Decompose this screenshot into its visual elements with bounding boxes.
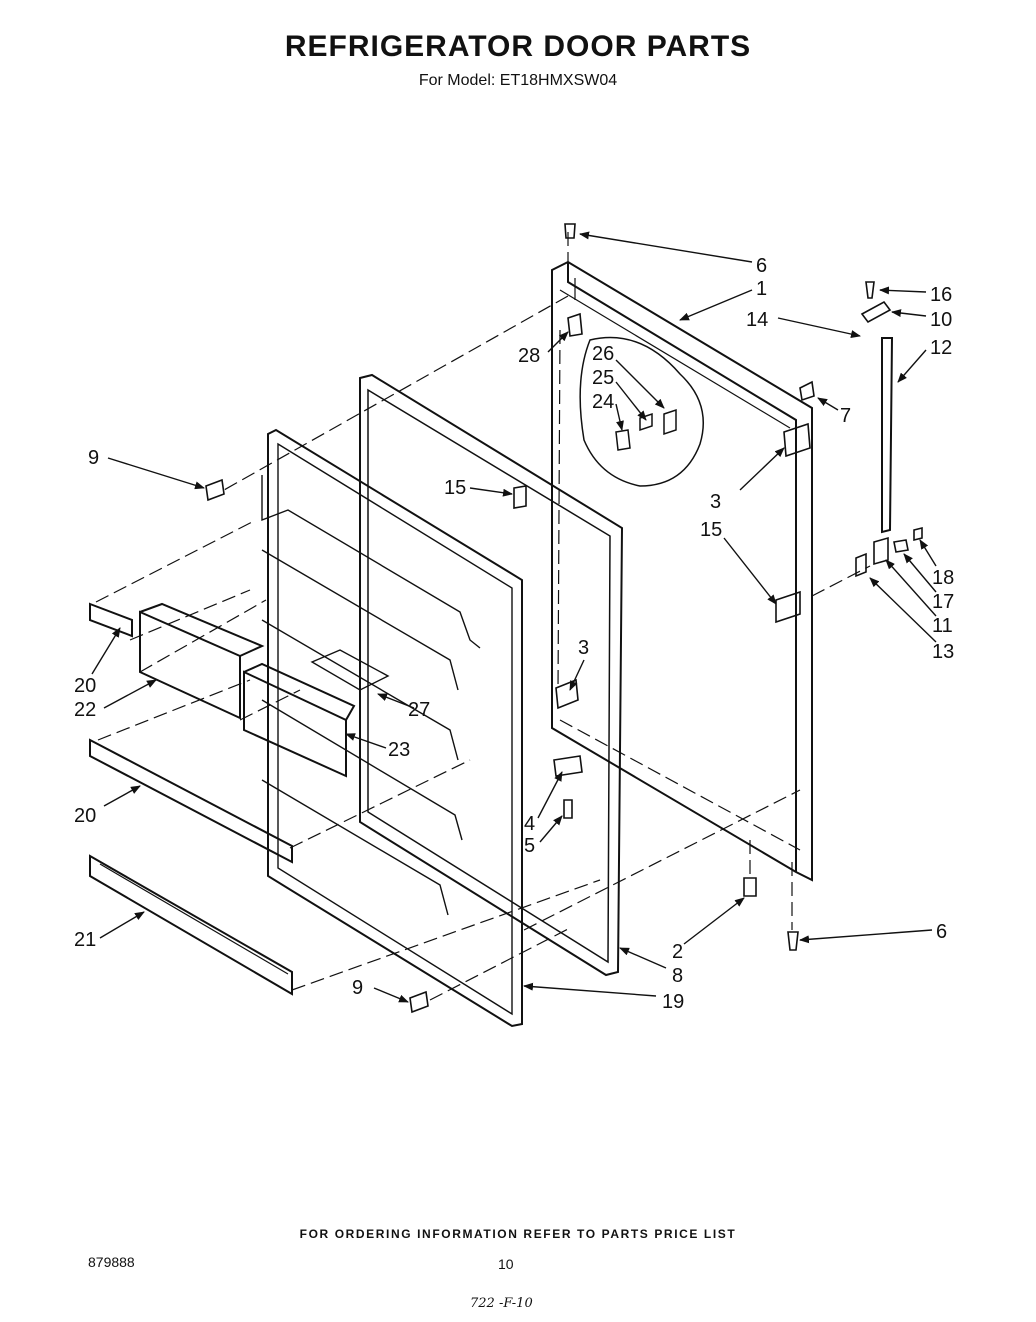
model-subtitle: For Model: ET18HMXSW04	[418, 72, 618, 89]
callout-27: 27	[408, 699, 430, 721]
shelf-rail-lower	[89, 738, 293, 864]
callout-6-top: 6	[756, 255, 767, 277]
callout-13: 13	[932, 641, 954, 663]
callout-17: 17	[932, 591, 954, 613]
hardware	[205, 223, 923, 1014]
shelf-rail-bottom	[89, 854, 293, 996]
callout-14: 14	[746, 309, 768, 331]
shelf-23	[243, 662, 356, 778]
dashed-guides	[95, 232, 871, 1001]
shelf-22	[139, 602, 265, 720]
callout-20-lower: 20	[74, 805, 96, 827]
callout-23: 23	[388, 739, 410, 761]
page-number: 10	[498, 1256, 514, 1272]
callout-26: 26	[592, 343, 614, 365]
leader-lines	[91, 231, 937, 1003]
ordering-footer: FOR ORDERING INFORMATION REFER TO PARTS …	[299, 1227, 737, 1241]
callout-24: 24	[592, 391, 614, 413]
callout-3-hinge: 3	[710, 491, 721, 513]
callout-9-bottom: 9	[352, 977, 363, 999]
shelf-rail-upper	[89, 602, 133, 638]
callout-9-top: 9	[88, 447, 99, 469]
callout-25: 25	[592, 367, 614, 389]
callout-15-outer: 15	[700, 519, 722, 541]
callout-12: 12	[930, 337, 952, 359]
callout-16: 16	[930, 284, 952, 306]
callout-21: 21	[74, 929, 96, 951]
callout-4: 4	[524, 813, 535, 835]
callout-1: 1	[756, 278, 767, 300]
callout-2: 2	[672, 941, 683, 963]
door-gasket	[359, 373, 624, 977]
document-number: 879888	[88, 1254, 135, 1270]
callout-18: 18	[932, 567, 954, 589]
callout-20-upper: 20	[74, 675, 96, 697]
breaker-strip	[881, 337, 894, 534]
inner-door-liner	[261, 428, 523, 1028]
handwritten-note: 722 -F-10	[470, 1296, 533, 1311]
callout-6-bottom: 6	[936, 921, 947, 943]
callout-labels: 6 1 16 14 10 12 28 26 25 24 7 9 15 3 15 …	[74, 255, 954, 1013]
callout-8: 8	[672, 965, 683, 987]
page-title: REFRIGERATOR DOOR PARTS	[284, 30, 752, 63]
callout-19: 19	[662, 991, 684, 1013]
callout-11: 11	[932, 615, 953, 637]
callout-22: 22	[74, 699, 96, 721]
callout-15-inner: 15	[444, 477, 466, 499]
callout-3-lower: 3	[578, 637, 589, 659]
callout-5: 5	[524, 835, 535, 857]
outer-door-panel	[551, 260, 813, 882]
callout-28: 28	[518, 345, 540, 367]
detail-blob	[579, 336, 704, 487]
callout-10: 10	[930, 309, 952, 331]
callout-7: 7	[840, 405, 851, 427]
